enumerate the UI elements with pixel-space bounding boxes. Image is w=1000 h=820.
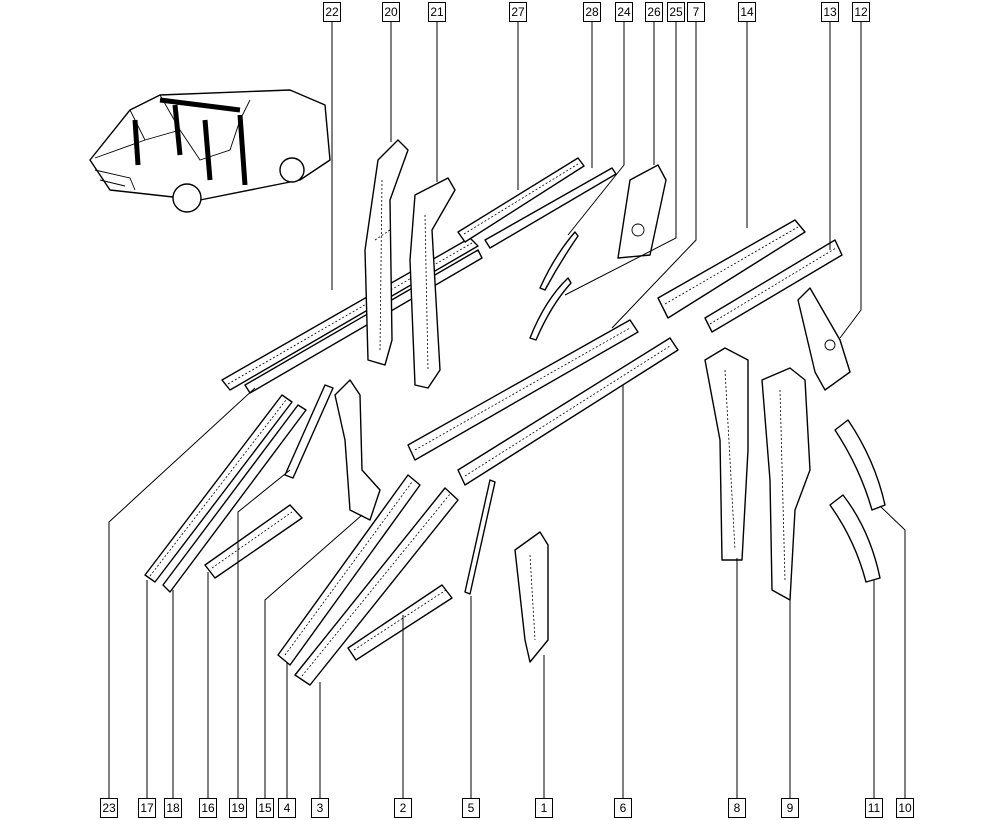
- callout-12: 12: [852, 2, 870, 22]
- callout-5: 5: [462, 798, 480, 818]
- callout-23: 23: [100, 798, 118, 818]
- part-20-pillar: [364, 139, 409, 366]
- part-23-rail: [244, 249, 483, 394]
- part-4-sill: [277, 474, 421, 666]
- part-8-pillar: [704, 347, 749, 561]
- part-12-panel: [797, 287, 851, 391]
- callout-19: 19: [229, 798, 247, 818]
- callout-11: 11: [865, 798, 883, 818]
- callout-21: 21: [428, 2, 446, 22]
- leader-23: [108, 387, 256, 798]
- callout-17: 17: [138, 798, 156, 818]
- callout-25: 25: [667, 2, 685, 22]
- part-21-pillar: [409, 177, 456, 389]
- part-18-strip: [162, 404, 307, 593]
- callout-28: 28: [583, 2, 601, 22]
- leader-12: [839, 20, 862, 339]
- leader-15: [264, 514, 363, 798]
- callout-10: 10: [896, 798, 914, 818]
- leader-lines: [108, 20, 906, 798]
- part-11-strip: [829, 494, 881, 583]
- part-25-strip: [529, 277, 572, 341]
- part-14-rail: [657, 219, 806, 319]
- callout-8: 8: [728, 798, 746, 818]
- callout-20: 20: [382, 2, 400, 22]
- part-3-sill: [294, 487, 459, 686]
- part-6-sill: [457, 337, 679, 486]
- front-wheel-icon: [172, 183, 202, 213]
- callout-24: 24: [615, 2, 633, 22]
- part-1-pillar: [514, 531, 549, 663]
- callout-7: 7: [687, 2, 705, 22]
- callout-4: 4: [278, 798, 296, 818]
- leader-10: [879, 505, 906, 798]
- leader-19: [237, 469, 291, 798]
- callout-6: 6: [614, 798, 632, 818]
- callout-9: 9: [781, 798, 799, 818]
- callout-16: 16: [199, 798, 217, 818]
- vehicle-sketch: [89, 89, 331, 213]
- part-5-strip: [464, 479, 496, 595]
- part-13-rail: [704, 239, 843, 333]
- part-10-strip: [834, 419, 886, 511]
- part-26-panel: [617, 164, 667, 259]
- part-16-bracket: [204, 504, 303, 579]
- callout-1: 1: [535, 798, 553, 818]
- callout-15: 15: [256, 798, 274, 818]
- callout-3: 3: [311, 798, 329, 818]
- part-7-sill: [407, 319, 639, 461]
- part-27-rail: [457, 157, 585, 243]
- part-28-rail: [484, 167, 617, 249]
- callout-22: 22: [323, 2, 341, 22]
- rear-wheel-icon: [279, 157, 305, 183]
- part-17-strip: [144, 394, 293, 583]
- part-19-strip: [284, 384, 334, 479]
- callout-14: 14: [738, 2, 756, 22]
- leader-7: [611, 20, 697, 329]
- callout-26: 26: [645, 2, 663, 22]
- callout-27: 27: [509, 2, 527, 22]
- part-24-strip: [539, 231, 579, 291]
- callout-2: 2: [394, 798, 412, 818]
- callout-18: 18: [164, 798, 182, 818]
- part-2-bracket: [347, 584, 453, 661]
- part-9-pillar: [761, 367, 811, 601]
- callout-13: 13: [821, 2, 839, 22]
- leader-25: [564, 20, 677, 296]
- leader-24: [567, 20, 625, 236]
- part-15-pillar: [334, 379, 381, 521]
